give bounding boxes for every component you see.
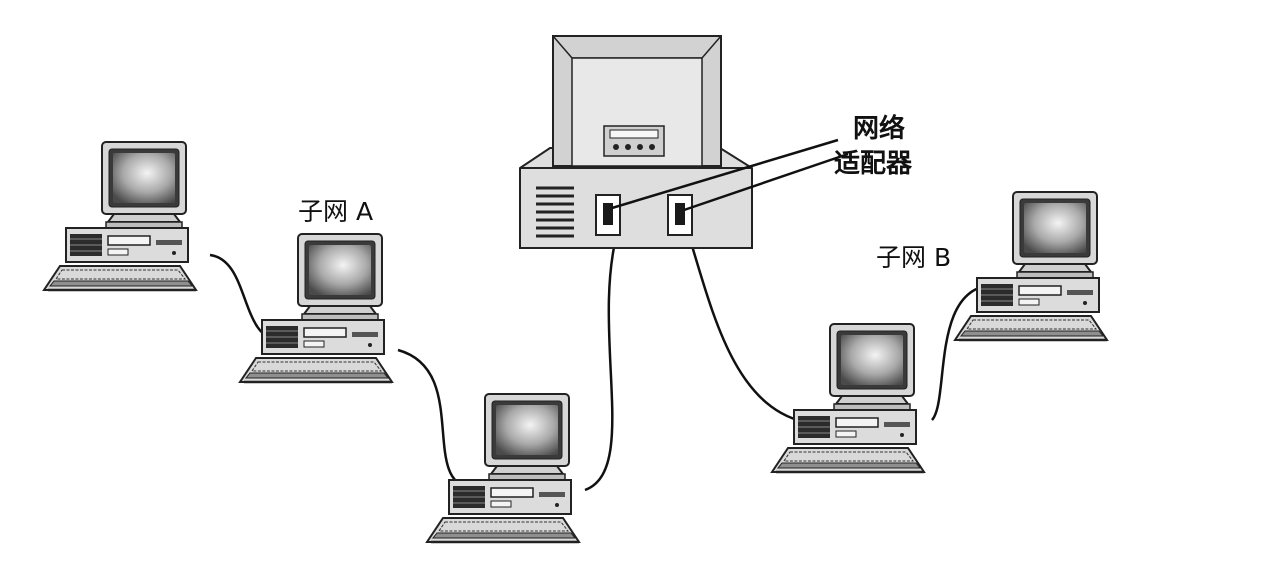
subnet-b-label: 子网 B: [876, 243, 952, 272]
cable-a3-server: [584, 229, 620, 492]
server: [519, 35, 753, 249]
cable-server-b1: [682, 219, 811, 425]
computer-a1: [42, 140, 198, 292]
network-adapter-label-line2: 适配器: [834, 149, 913, 179]
computer-a3: [425, 392, 581, 544]
cable-a2-a3: [397, 348, 471, 490]
network-adapter-right: [667, 194, 693, 236]
network-adapter-left: [595, 194, 621, 236]
computer-b2: [953, 190, 1109, 342]
computer-b1: [770, 322, 926, 474]
cable-b1-b2: [930, 283, 996, 421]
subnet-a-label: 子网 A: [298, 197, 374, 226]
computer-a2: [238, 232, 394, 384]
adapter-pointer-right: [683, 152, 849, 212]
adapter-pointer-left: [611, 138, 839, 210]
network-adapter-label-line1: 网络: [853, 114, 906, 144]
server-vent-icon: [536, 186, 574, 238]
